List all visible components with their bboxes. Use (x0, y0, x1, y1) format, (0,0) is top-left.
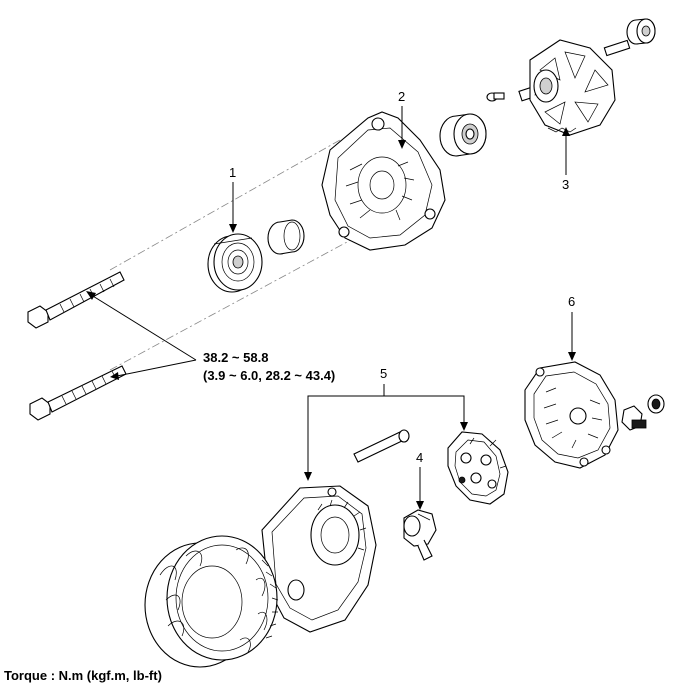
callout-number-5: 5 (380, 366, 387, 381)
callout-number-6: 6 (568, 294, 575, 309)
callout-number-4: 4 (416, 450, 423, 465)
terminal-icon (621, 394, 665, 431)
torque-leaders (86, 291, 197, 380)
stator-icon (144, 535, 279, 668)
torque-value-imperial: (3.9 ~ 6.0, 28.2 ~ 43.4) (203, 368, 335, 383)
callout-5: 5 (304, 366, 468, 481)
bearing-icon (439, 113, 487, 157)
screw-icon (486, 92, 505, 102)
callout-number-2: 2 (398, 89, 405, 104)
through-bolt-icon (29, 365, 127, 421)
torque-value: 38.2 ~ 58.8 (203, 350, 268, 365)
callout-3: 3 (562, 127, 570, 192)
callout-1: 1 (229, 165, 237, 233)
bearing-icon (626, 18, 656, 45)
rear-housing-icon (261, 485, 377, 633)
brush-holder-icon (403, 509, 437, 561)
callout-2: 2 (398, 89, 406, 149)
through-bolt-icon (353, 429, 410, 463)
callout-4: 4 (416, 450, 424, 510)
alignment-lines (109, 139, 361, 371)
pulley-icon (207, 233, 263, 293)
rectifier-icon (447, 431, 509, 505)
rotor-icon (518, 39, 631, 136)
through-bolt-icon (27, 271, 125, 329)
front-housing-icon (321, 111, 446, 251)
spacer-icon (267, 219, 305, 255)
callout-6: 6 (568, 294, 576, 361)
torque-unit-note: Torque : N.m (kgf.m, lb-ft) (4, 668, 162, 683)
rear-cover-icon (524, 361, 619, 469)
callout-number-1: 1 (229, 165, 236, 180)
callout-number-3: 3 (562, 177, 569, 192)
